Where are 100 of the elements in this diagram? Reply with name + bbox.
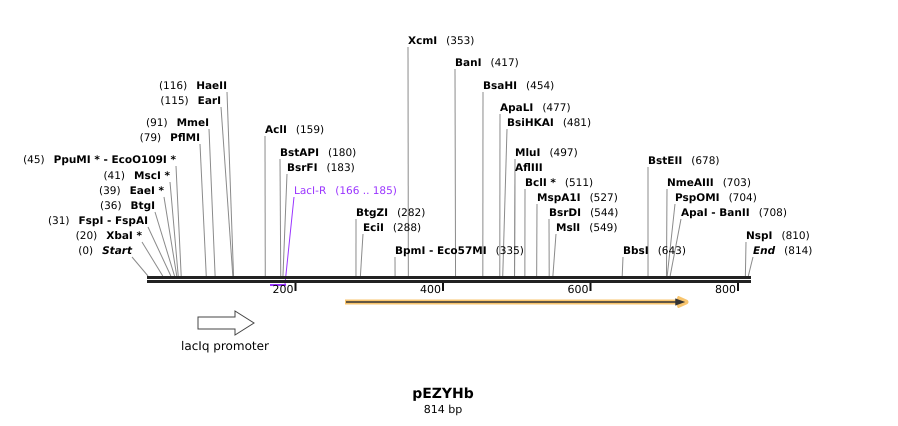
leader-line — [220, 106, 234, 276]
site-position: (511) — [564, 177, 594, 190]
site-position: (183) — [326, 162, 355, 175]
enzyme-name: PspOMI — [675, 192, 720, 205]
leader-line — [264, 136, 266, 276]
tick-label: 200 — [272, 283, 294, 296]
feature-arrow — [343, 296, 691, 308]
site-position: (353) — [446, 35, 474, 48]
leader-line — [208, 128, 216, 276]
enzyme-name: AflIII — [515, 162, 543, 175]
site-position: (704) — [728, 192, 757, 205]
site-position: (417) — [490, 57, 519, 70]
leader-line — [670, 218, 682, 276]
enzyme-name: BtgZI — [356, 207, 388, 220]
leader-line — [148, 226, 172, 276]
enzyme-name: ApaLI — [500, 102, 534, 115]
enzyme-name: ApaI - BanII — [681, 207, 750, 220]
map-title: pEZYHb — [411, 386, 475, 402]
site-position: (116) — [158, 80, 188, 93]
site-position: (497) — [549, 147, 578, 160]
leader-line — [666, 188, 668, 276]
enzyme-name: End — [753, 245, 776, 258]
leader-line — [502, 128, 508, 276]
leader-line — [744, 242, 746, 276]
enzyme-name: BpmI - Eco57MI — [395, 245, 487, 258]
site-position: (31) — [48, 215, 70, 228]
enzyme-name: FspI - FspAI — [78, 215, 148, 228]
leader-line — [394, 256, 396, 276]
leader-line — [360, 234, 364, 276]
site-position: (527) — [590, 192, 618, 205]
leader-line — [454, 68, 456, 276]
leader-line — [226, 92, 234, 276]
leader-line — [408, 46, 409, 276]
enzyme-name: MscI * — [134, 170, 170, 183]
site-position: (79) — [140, 132, 162, 145]
enzyme-name: MspA1I — [537, 192, 581, 205]
site-position: (39) — [99, 185, 121, 198]
tick-label: 600 — [568, 283, 588, 296]
leader-line — [200, 144, 207, 276]
leader-line — [548, 218, 550, 276]
enzyme-name: BstEII — [648, 155, 682, 168]
sequence-length: 814 bp — [422, 403, 464, 416]
tick-label: 800 — [715, 283, 736, 296]
enzyme-name: EciI — [363, 222, 384, 235]
site-position: (678) — [691, 155, 720, 168]
leader-line — [154, 212, 176, 276]
site-position: (810) — [781, 230, 810, 243]
site-position: (0) — [78, 245, 94, 258]
enzyme-name: PflMI — [170, 132, 200, 145]
leader-line — [142, 242, 164, 276]
primer-mark — [270, 284, 286, 286]
leader-line — [499, 114, 500, 276]
site-position: (159) — [296, 124, 324, 137]
leader-line — [482, 92, 484, 276]
leader-line — [552, 234, 556, 276]
enzyme-name: MslI — [556, 222, 580, 235]
enzyme-name: XcmI — [408, 35, 438, 48]
site-position: (643) — [658, 245, 686, 258]
enzyme-name: MluI — [515, 147, 540, 160]
enzyme-name: EaeI * — [130, 185, 164, 198]
site-position: (288) — [392, 222, 422, 235]
leader-line — [748, 256, 754, 276]
site-position: (91) — [146, 117, 168, 130]
enzyme-name: NspI — [746, 230, 772, 243]
site-position: (282) — [397, 207, 426, 220]
enzyme-name: Start — [102, 245, 132, 258]
leader-line — [536, 204, 538, 276]
enzyme-name: BstAPI — [280, 147, 320, 160]
leader-line — [622, 256, 624, 276]
enzyme-name: BanI — [455, 57, 482, 70]
leader-line — [164, 196, 178, 276]
tick-label: 400 — [420, 283, 441, 296]
enzyme-name: BtgI — [130, 200, 155, 213]
enzyme-name: BsiHKAI — [507, 117, 554, 130]
site-position: (544) — [590, 207, 618, 220]
site-position: (36) — [100, 200, 122, 213]
enzyme-name: PpuMI * - EcoO109I * — [54, 154, 176, 167]
enzyme-name: BsrDI — [549, 207, 582, 220]
leader-line — [524, 188, 526, 276]
enzyme-name: EarI — [198, 95, 221, 108]
enzyme-name: AclI — [265, 124, 287, 137]
site-position: (180) — [328, 147, 356, 160]
leader-line — [176, 166, 182, 276]
site-position: (703) — [722, 177, 751, 190]
site-position: (115) — [160, 95, 189, 108]
site-position: (45) — [23, 154, 45, 167]
site-position: (454) — [526, 80, 554, 93]
sequence-backbone — [147, 276, 751, 283]
leader-line — [280, 158, 282, 276]
site-position: (549) — [589, 222, 618, 235]
enzyme-name: MmeI — [176, 117, 209, 130]
leader-line — [666, 204, 676, 276]
site-position: (708) — [758, 207, 787, 220]
leader-line — [648, 166, 649, 276]
enzyme-name: BclI * — [525, 177, 556, 190]
enzyme-name: NmeAIII — [667, 177, 714, 190]
enzyme-name: BbsI — [623, 245, 649, 258]
site-position: (335) — [496, 245, 524, 258]
leader-line — [170, 182, 179, 276]
site-position: (41) — [103, 170, 126, 183]
